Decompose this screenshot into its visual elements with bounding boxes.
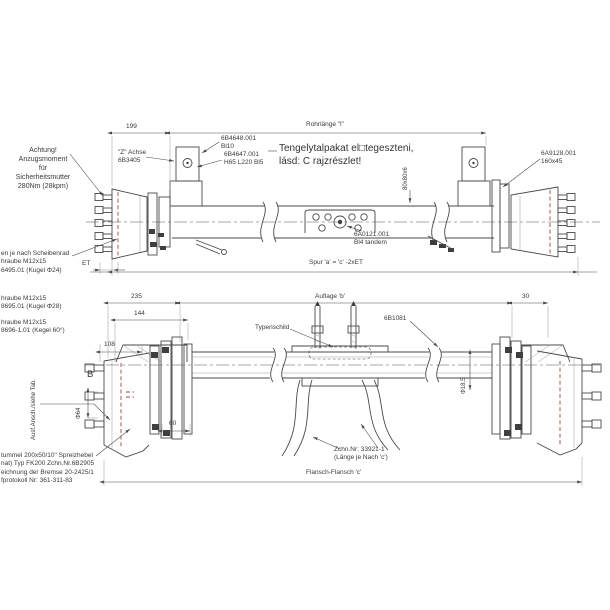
front-right-drum [491, 336, 602, 456]
tube-length-label: Rohrlänge "l" [306, 121, 344, 128]
dim-235: 235 [131, 293, 142, 300]
top-leaders [69, 141, 541, 257]
top-right-hub [427, 179, 576, 258]
spring-seat [291, 345, 389, 387]
flange-to-flange-label: Flansch-Flansch 'c' [306, 469, 362, 476]
top-right-bracket [457, 146, 491, 207]
nameplate-label: Typenschild [255, 324, 290, 331]
u-bolt-studs [311, 301, 360, 350]
dim-phi185: Φ18.5 [461, 377, 467, 394]
version-table-note: Ausf.Ansch./siehe Tab. [31, 379, 37, 440]
wheel-note-1: en je nach Scheibenrad hraube M12x15 649… [1, 250, 70, 274]
hungarian-pretension-note: Tengelytalpakat el□tegeszteni, lásd: C r… [279, 143, 414, 167]
track-width-label: Spur 'a' = 'c' -2xET [309, 259, 363, 266]
front-view [40, 301, 602, 486]
dim-phi64: Φ64 [76, 407, 82, 419]
support-spacing-label: Auflage 'b' [315, 293, 345, 300]
section-mark-b: B [87, 369, 94, 380]
torque-warning-note: Achtung! Anzugsmoment für Sicherheitsmut… [15, 147, 71, 191]
front-dimensions [86, 301, 583, 486]
part-6a9128-label: 6A9128.001 160x45 [541, 150, 577, 166]
wheel-note-2: hraube M12x15 8695.01 (Kugel Φ28) [1, 295, 62, 311]
top-dimensions [90, 131, 597, 276]
tube-profile-label: 80x80x6 [403, 167, 409, 190]
top-view [69, 131, 600, 276]
axle-part-label: "Z" Achse 6B3405 [118, 149, 147, 165]
brake-spec-note: tummel 200x50/10" Spreizhebel nat) Typ F… [1, 452, 95, 485]
dim-108: 108 [104, 341, 115, 348]
dim-144: 144 [134, 310, 145, 317]
top-left-bracket [169, 146, 203, 207]
part-6a0121-label: 6A0121.001 Bl4 tandem [354, 231, 390, 247]
part-6b1081-label: 6B1081 [384, 315, 407, 322]
dim-199: 199 [126, 123, 137, 130]
part-6b4648-label: 6B4648.001 Bl10 [221, 135, 257, 151]
offset-et-label: ET [82, 260, 91, 267]
part-6b4647-label: 6B4647.001 H65 L220 Bl5 [224, 151, 264, 167]
tube-part-note: Zchn.Nr: 33921-1 (Länge je Nach 'c') [334, 446, 388, 462]
front-left-drum [84, 336, 193, 458]
dim-30: 30 [522, 293, 530, 300]
top-left-hub [94, 188, 227, 260]
dim-60: 60 [169, 420, 177, 427]
front-leaders [40, 320, 439, 457]
tandem-seat-plate [304, 209, 376, 233]
wheel-note-3: hraube M12x15 8696-1.01 (Kegel 60°) [1, 319, 65, 335]
